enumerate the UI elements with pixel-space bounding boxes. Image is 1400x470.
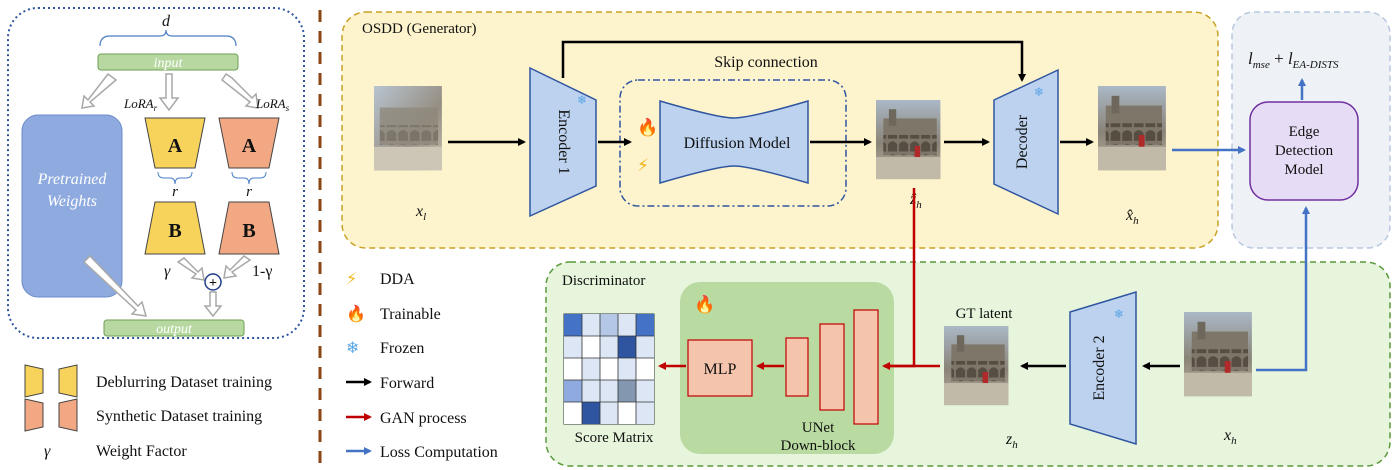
plus-symbol: + — [209, 276, 217, 291]
output-label: output — [156, 322, 193, 337]
legend-orange-trapezoid-down — [24, 398, 44, 432]
edge-line2: Detection — [1275, 143, 1334, 159]
discriminator-title: Discriminator — [562, 273, 645, 289]
diffusion-model-block — [659, 99, 809, 185]
encoder1-snowflake-icon: ❄ — [577, 93, 587, 107]
mlp-label: MLP — [704, 361, 737, 378]
unet-line2: Down-block — [781, 438, 856, 454]
legend-weight-factor-label: Weight Factor — [96, 443, 187, 460]
discriminator-flame-icon: 🔥 — [694, 294, 715, 315]
hr-var: xh — [1223, 427, 1237, 447]
pretrained-line1: Pretrained — [37, 171, 108, 188]
pretrained-weights-block — [21, 114, 123, 298]
legend-loss-label: Loss Computation — [380, 444, 498, 461]
input-bar — [97, 53, 239, 71]
encoder2-snowflake-icon: ❄ — [1114, 307, 1124, 321]
legend-deblurring-label: Deblurring Dataset training — [96, 374, 272, 391]
rank-label-s: r — [246, 184, 252, 200]
unet-line1: UNet — [802, 420, 835, 436]
unet-block-large — [853, 309, 879, 425]
lora-r-b-block — [144, 201, 206, 255]
lora-s-b-block — [218, 201, 280, 255]
decoder-label: Decoder — [1014, 114, 1031, 169]
legend-gan-label: GAN process — [380, 410, 467, 427]
hr-image — [1184, 312, 1252, 397]
pretrained-line2: Weights — [47, 193, 97, 210]
encoder2-label: Encoder 2 — [1091, 335, 1108, 400]
edge-line3: Model — [1284, 162, 1323, 178]
unet-block-medium — [819, 323, 845, 411]
generator-title: OSDD (Generator) — [362, 21, 477, 37]
lightning-icon: ⚡ — [346, 269, 357, 288]
mlp-block — [687, 339, 753, 397]
lora-s-label: LoRAs — [255, 96, 290, 113]
snowflake-icon: ❄ — [346, 338, 359, 357]
encoder2-block — [1069, 290, 1137, 446]
input-var: xl — [415, 203, 426, 223]
gan-arrows — [658, 188, 940, 370]
d-brace — [99, 29, 237, 47]
rank-brace-s — [231, 171, 267, 185]
output-var: x̂h — [1125, 207, 1139, 227]
rank-label-r: r — [172, 184, 178, 200]
edge-detection-block — [1249, 101, 1359, 201]
legend-gamma-symbol: γ — [44, 443, 51, 460]
gt-latent-label: GT latent — [956, 306, 1014, 322]
legend-trainable-label: Trainable — [380, 306, 441, 323]
input-label: input — [154, 56, 184, 71]
loss-formula: lmse + lEA-DISTS — [1248, 49, 1339, 71]
legend-dda-label: DDA — [380, 271, 415, 288]
diffusion-dashed-frame — [619, 79, 847, 207]
output-image — [1098, 86, 1166, 171]
legend-synthetic-label: Synthetic Dataset training — [96, 408, 262, 425]
legend-forward-label: Forward — [380, 375, 434, 392]
one-minus-gamma-label: 1-γ — [252, 263, 272, 280]
decoder-block — [993, 68, 1059, 216]
legend-orange-trapezoid-up — [58, 398, 78, 432]
latent-image — [876, 100, 941, 180]
lora-r-a-label: A — [168, 135, 183, 157]
diffusion-flame-icon: 🔥 — [637, 117, 658, 138]
skip-connection-arrow — [561, 40, 1026, 82]
d-label: d — [162, 13, 171, 30]
process-legend: ⚡ DDA 🔥 Trainable ❄ Frozen Forward GAN p… — [346, 269, 498, 461]
encoder1-label: Encoder 1 — [555, 109, 572, 174]
plus-circle — [204, 273, 222, 291]
decoder-snowflake-icon: ❄ — [1034, 85, 1044, 99]
legend-yellow-trapezoid-up — [58, 364, 78, 398]
lora-r-a-block — [144, 117, 206, 169]
flame-icon: 🔥 — [346, 304, 366, 323]
discriminator-section: Discriminator Score Matrix 🔥 MLP UNet Do… — [545, 188, 1391, 467]
legend-yellow-trapezoid-down — [24, 364, 44, 398]
lora-panel: d input LoRAr LoRAs Pretrained Weights A… — [7, 7, 305, 339]
lora-s-a-block — [218, 117, 280, 169]
skip-connection-label: Skip connection — [714, 54, 818, 71]
lora-r-b-label: B — [168, 220, 181, 242]
loss-section: lmse + lEA-DISTS Edge Detection Model — [1172, 11, 1391, 249]
legend-frozen-label: Frozen — [380, 340, 424, 357]
lora-legend: Deblurring Dataset training Synthetic Da… — [24, 364, 272, 460]
input-split-arrows — [81, 72, 259, 112]
merge-arrows — [82, 254, 252, 318]
lora-s-a-label: A — [242, 135, 257, 157]
lora-r-label: LoRAr — [123, 96, 158, 113]
score-matrix — [563, 313, 655, 425]
input-blurry-image — [374, 86, 442, 171]
arrow-hr-to-edge — [1256, 206, 1310, 372]
gt-var: zh — [1005, 431, 1018, 451]
gamma-label: γ — [164, 263, 171, 280]
edge-line1: Edge — [1289, 124, 1320, 140]
unet-block-small — [785, 337, 809, 397]
gt-latent-image — [944, 326, 1009, 406]
generator-section: OSDD (Generator) xl Encoder 1 ❄ Skip con… — [341, 11, 1219, 249]
score-matrix-label: Score Matrix — [575, 430, 654, 446]
lora-s-b-label: B — [242, 220, 255, 242]
rank-brace-r — [157, 171, 193, 185]
diffusion-lightning-icon: ⚡ — [637, 156, 649, 176]
diffusion-model-label: Diffusion Model — [684, 135, 791, 152]
output-bar — [103, 319, 245, 337]
encoder1-block — [529, 66, 597, 218]
